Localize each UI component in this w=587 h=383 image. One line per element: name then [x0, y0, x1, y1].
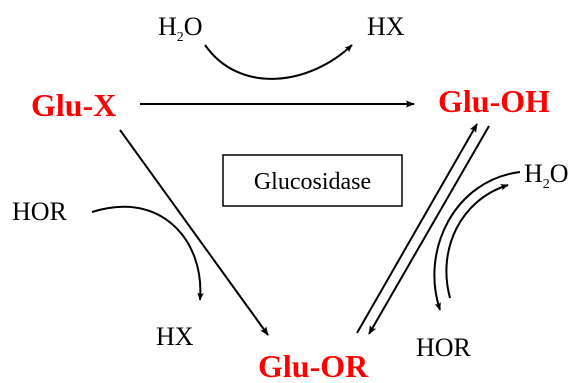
hx-label-top: HX [367, 12, 405, 41]
water-hor-curved-arrow-inner [445, 184, 509, 299]
equilibrium-arrow-forward [356, 123, 478, 334]
glu-oh-label: Glu-OH [438, 83, 550, 119]
hor-label-bottom: HOR [416, 333, 472, 362]
equilibrium-arrow-reverse [368, 125, 490, 335]
glu-or-label: Glu-OR [258, 348, 369, 383]
glu-x-label: Glu-X [31, 87, 116, 123]
glucosidase-label: Glucosidase [254, 169, 371, 195]
hor-to-hx-curved-arrow [91, 205, 204, 301]
glucosidase-box: Glucosidase [222, 154, 403, 207]
water-hor-curved-arrow-outer [433, 171, 521, 311]
transglycosylation-arrow [119, 129, 269, 336]
water-label-right: H2O [524, 159, 569, 192]
water-label-top: H2O [158, 12, 203, 45]
hx-label-bottom: HX [156, 322, 194, 351]
hor-label-left: HOR [12, 197, 68, 226]
water-to-hx-curved-arrow [204, 44, 353, 80]
